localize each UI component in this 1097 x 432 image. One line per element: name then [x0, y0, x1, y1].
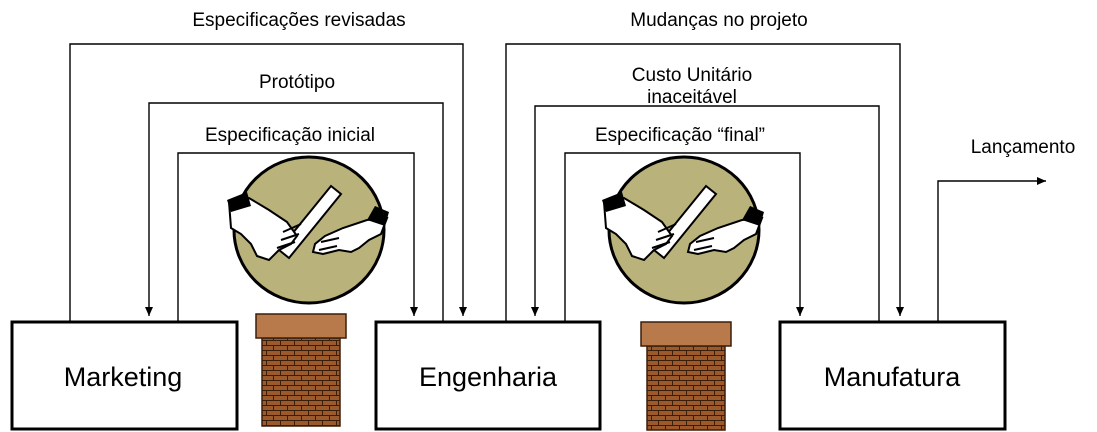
label-launch: Lançamento — [971, 137, 1076, 158]
flow-unit-cost — [531, 105, 880, 322]
marketing-box: Marketing — [10, 320, 239, 431]
engineering-label: Engenharia — [419, 362, 558, 392]
handoff-baton-icon — [227, 155, 389, 305]
flow-prototype — [145, 102, 444, 322]
label-unit-cost-line1: Custo Unitário — [632, 65, 752, 86]
flow-launch — [937, 177, 1046, 322]
label-unit-cost-line2: inaceitável — [647, 87, 737, 108]
manufacturing-label: Manufatura — [824, 362, 962, 392]
brick-wall-icon — [255, 313, 347, 427]
flow-project-changes — [505, 43, 904, 322]
label-project-changes: Mudanças no projeto — [630, 10, 807, 31]
handoff-baton-icon — [602, 155, 764, 305]
flow-final-spec — [564, 152, 804, 322]
label-final-spec: Especificação “final” — [595, 125, 765, 146]
label-revised-specs: Especificações revisadas — [192, 10, 405, 31]
engineering-box: Engenharia — [374, 320, 602, 431]
flow-initial-spec — [177, 152, 418, 322]
manufacturing-box: Manufatura — [778, 320, 1007, 431]
label-initial-spec: Especificação inicial — [205, 125, 375, 146]
label-prototype: Protótipo — [259, 72, 335, 93]
flow-revised-specs — [69, 43, 467, 322]
marketing-label: Marketing — [64, 362, 183, 392]
brick-wall-icon — [640, 321, 732, 431]
